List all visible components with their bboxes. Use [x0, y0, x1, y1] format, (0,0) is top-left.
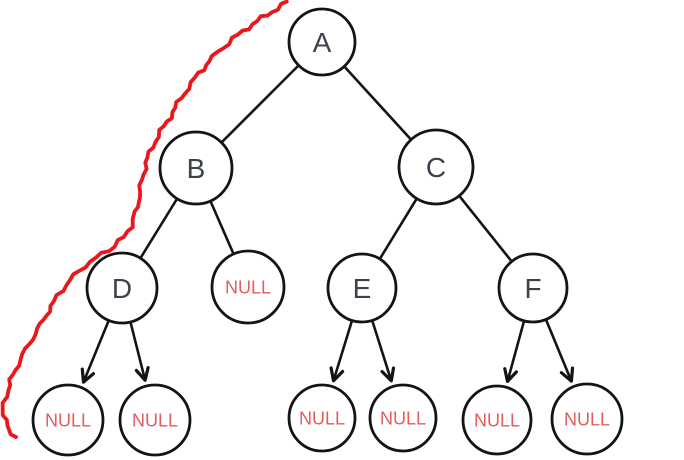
node-label-A: A	[313, 27, 332, 58]
node-label-null-e-left: NULL	[299, 408, 345, 428]
node-label-null-f-left: NULL	[474, 410, 520, 430]
node-label-B: B	[187, 153, 206, 184]
node-circle-B	[158, 130, 234, 206]
arrowhead-icon-D-null-d-left	[80, 367, 96, 384]
edge-E-null-e-right	[371, 320, 393, 383]
arrowhead-icon-F-null-f-left	[503, 367, 519, 383]
edge-F-null-f-left	[506, 320, 526, 383]
node-circle-D	[85, 251, 159, 325]
edge-A-B	[220, 64, 300, 144]
node-circle-null-f-left	[461, 384, 533, 456]
edge-D-null-d-right	[129, 321, 147, 382]
node-label-F: F	[524, 273, 541, 304]
node-circle-null-e-left	[287, 383, 357, 453]
edge-E-null-e-left	[332, 320, 354, 383]
node-circle-null-f-right	[550, 382, 624, 456]
node-circle-F	[497, 252, 569, 324]
node-circle-null-d-right	[118, 383, 192, 457]
arrowhead-icon-D-null-d-right	[134, 366, 150, 382]
node-circle-null-e-right	[368, 383, 438, 453]
edge-C-F	[458, 195, 513, 263]
node-label-D: D	[112, 273, 132, 304]
edge-B-null-b-right	[209, 200, 235, 255]
edge-A-C	[343, 65, 412, 141]
node-circle-C	[397, 128, 475, 206]
node-circle-null-b-right	[210, 249, 286, 325]
arrowhead-icon-E-null-e-left	[329, 366, 345, 383]
node-circle-null-d-left	[31, 383, 105, 457]
edge-D-null-d-left	[82, 319, 110, 384]
node-circle-E	[326, 252, 398, 324]
arrowhead-icon-F-null-f-right	[559, 366, 575, 383]
edge-B-D	[139, 198, 178, 259]
red-boundary-annotation	[0, 0, 289, 439]
node-label-null-d-left: NULL	[45, 410, 91, 430]
node-label-null-f-right: NULL	[564, 409, 610, 429]
arrowhead-icon-E-null-e-right	[380, 366, 396, 383]
node-label-null-e-right: NULL	[380, 408, 426, 428]
node-label-null-d-right: NULL	[132, 410, 178, 430]
edge-F-null-f-right	[544, 319, 573, 383]
node-circle-A	[287, 7, 357, 77]
node-label-C: C	[426, 152, 446, 183]
node-label-null-b-right: NULL	[225, 277, 271, 297]
edge-C-E	[378, 198, 418, 260]
node-label-E: E	[353, 273, 372, 304]
